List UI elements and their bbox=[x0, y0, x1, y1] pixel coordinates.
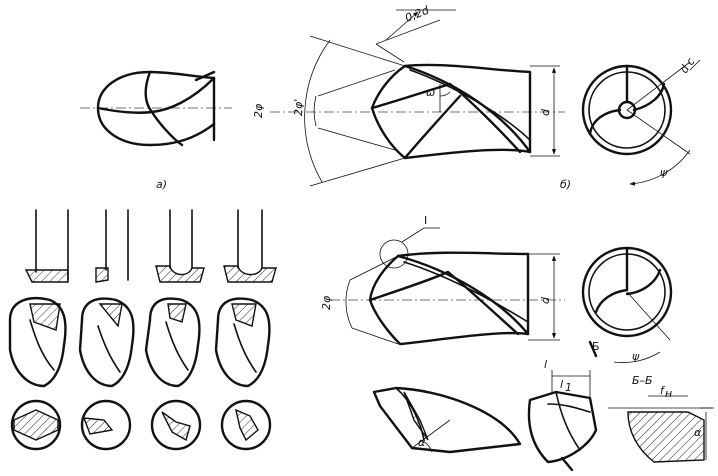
alpha-label-2: α bbox=[694, 426, 702, 439]
end-view-psi-label: ψ bbox=[660, 166, 668, 179]
lower-two-phi-label: 2φ bbox=[320, 295, 333, 310]
svg-text:c: c bbox=[683, 56, 697, 68]
fn-label: f н bbox=[660, 384, 672, 400]
variant-1 bbox=[8, 209, 69, 451]
lip-relief-detail bbox=[372, 386, 522, 454]
point-02d-label: 0,2d bbox=[403, 3, 432, 25]
figure-b-end-view bbox=[581, 59, 701, 186]
helix-angle-label: ω bbox=[426, 86, 435, 99]
lower-psi-label: ψ bbox=[632, 350, 640, 363]
variant-2 bbox=[78, 209, 135, 451]
svg-text:н: н bbox=[665, 387, 672, 400]
svg-text:1: 1 bbox=[565, 381, 572, 394]
svg-text:f: f bbox=[660, 384, 666, 397]
variant-3 bbox=[144, 209, 205, 451]
figure-lower-drill-side-view bbox=[330, 227, 565, 346]
length-l1-label: l 1 bbox=[560, 378, 572, 394]
lower-diameter-label: d bbox=[539, 296, 552, 304]
section-marker-B: Б bbox=[592, 340, 600, 353]
alpha-label-1: α bbox=[418, 436, 426, 449]
detail-I-label: I bbox=[424, 214, 427, 227]
lower-end-view bbox=[581, 246, 673, 363]
figure-b-label: б) bbox=[560, 178, 571, 191]
two-phi-label: 2φ bbox=[252, 103, 265, 118]
margin-detail bbox=[527, 370, 598, 472]
two-phi-prime-label: 2φ' bbox=[292, 99, 305, 116]
figure-a-label: а) bbox=[156, 178, 167, 191]
diameter-label: d bbox=[539, 108, 552, 116]
figure-b-drill-side-view bbox=[270, 9, 565, 187]
length-l-label: l bbox=[544, 358, 547, 371]
svg-text:l: l bbox=[560, 378, 563, 391]
dc-label: d c bbox=[677, 56, 697, 76]
variant-4 bbox=[214, 209, 277, 451]
land-section-detail bbox=[608, 395, 714, 463]
sharpening-variants-grid bbox=[8, 209, 277, 451]
figure-a-drill-point bbox=[80, 70, 232, 147]
section-BB-label: Б–Б bbox=[632, 374, 653, 387]
